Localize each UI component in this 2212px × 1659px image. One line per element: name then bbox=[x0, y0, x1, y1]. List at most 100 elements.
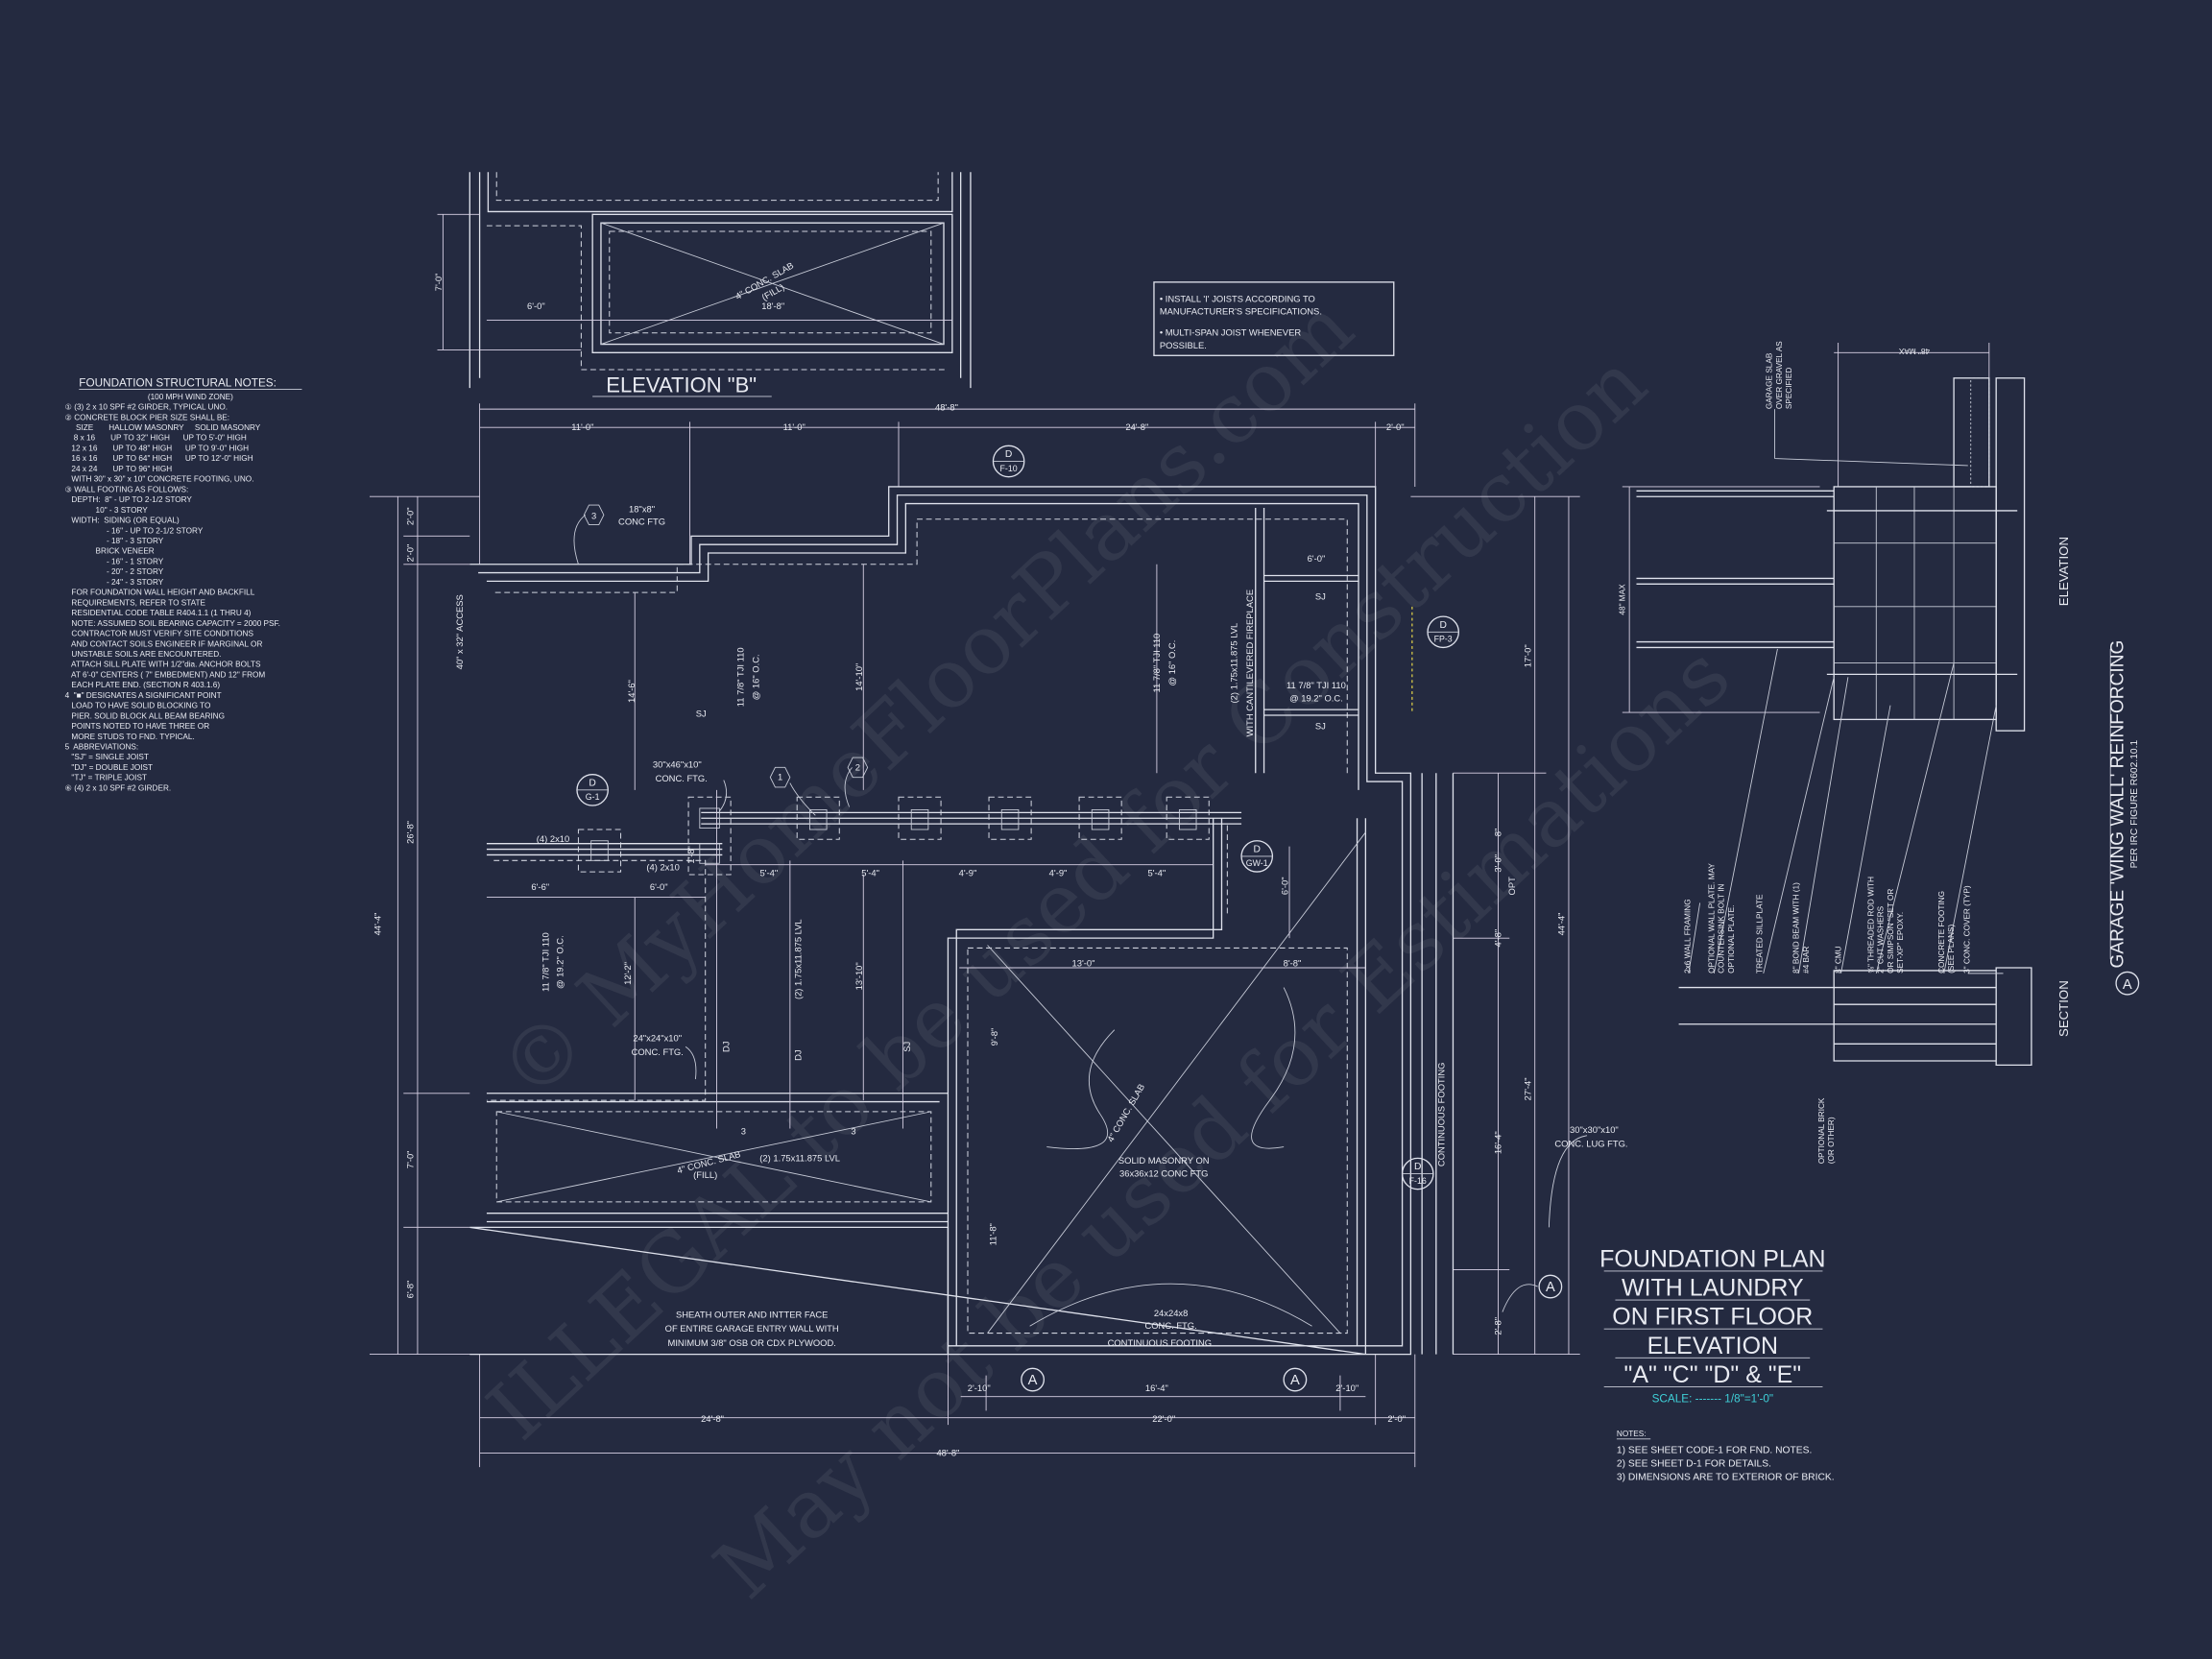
detail-callout[interactable]: DGW-1 bbox=[1240, 840, 1274, 873]
structural-note-line: - 20" - 2 STORY bbox=[65, 567, 164, 576]
structural-note-line: - 16" - 1 STORY bbox=[65, 557, 164, 565]
joist-note-line: POSSIBLE. bbox=[1160, 340, 1207, 350]
plan-label: 9'-8" bbox=[989, 1028, 999, 1046]
plan-label: 2'-0" bbox=[1387, 1413, 1406, 1424]
wing-wall-label: 2" CUT WASHERS bbox=[1877, 905, 1886, 974]
plan-label: 30"x30"x10" bbox=[1570, 1124, 1619, 1135]
structural-note-line: AND CONTACT SOILS ENGINEER IF MARGINAL O… bbox=[65, 639, 263, 648]
structural-note-line: 16 x 16 UP TO 64" HIGH UP TO 12'-0" HIGH bbox=[65, 454, 253, 463]
structural-note-line: 5 ABBREVIATIONS: bbox=[65, 743, 139, 752]
plan-label: 3 bbox=[741, 1125, 746, 1136]
notes-title: NOTES: bbox=[1617, 1430, 1647, 1438]
plan-label: 2'-0" bbox=[1386, 421, 1405, 432]
section-label: SECTION bbox=[2056, 980, 2071, 1037]
structural-note-line: RESIDENTIAL CODE TABLE R404.1.1 (1 THRU … bbox=[65, 609, 252, 617]
plan-label: SJ bbox=[1315, 590, 1326, 601]
wing-wall-label: OVER GRAVEL AS bbox=[1775, 341, 1784, 409]
structural-note-line: REQUIREMENTS, REFER TO STATE bbox=[65, 598, 206, 607]
plan-label: 5'-4" bbox=[861, 867, 879, 878]
structural-note-line: ① (3) 2 x 10 SPF #2 GIRDER, TYPICAL UNO. bbox=[65, 403, 228, 412]
detail-callout[interactable]: DF-10 bbox=[992, 445, 1025, 478]
plan-label: 11 7/8" TJI 110 bbox=[541, 932, 551, 992]
plan-label: SJ bbox=[902, 1042, 912, 1052]
wing-wall-label: (SEE PLANS) bbox=[1947, 924, 1956, 973]
plan-label: 24x24x8 bbox=[1154, 1308, 1189, 1318]
plan-label: 26'-8" bbox=[405, 821, 416, 844]
section-mark-letter: A bbox=[1546, 1280, 1555, 1295]
plan-label: 48'-8" bbox=[935, 402, 958, 413]
callout-letter: D bbox=[589, 778, 595, 788]
plan-label: 3 bbox=[851, 1125, 855, 1136]
title-line: "A" "C" "D" & "E" bbox=[1623, 1361, 1801, 1388]
title-line: ELEVATION bbox=[1647, 1333, 1778, 1359]
wing-wall-label: OPTIONAL BRICK bbox=[1817, 1097, 1826, 1164]
plan-label: 13'-10" bbox=[854, 962, 864, 990]
dimension-label: 48" MAX bbox=[1898, 347, 1930, 355]
plan-label: 11'-8" bbox=[987, 1223, 998, 1245]
wing-wall-label: SPECIFIED bbox=[1785, 368, 1793, 409]
plan-label: CONC FTG bbox=[618, 517, 665, 527]
plan-label: 11 7/8" TJI 110 bbox=[1286, 680, 1346, 690]
wing-wall-title: GARAGE 'WING WALL' REINFORCING bbox=[2107, 640, 2128, 969]
scale-label: SCALE: ------- 1/8"=1'-0" bbox=[1652, 1393, 1773, 1406]
plan-label: CONTINUOUS FOOTING bbox=[1436, 1063, 1447, 1167]
wing-wall-label: (OR OTHER) bbox=[1827, 1117, 1836, 1164]
structural-note-line: PIER. SOLID BLOCK ALL BEAM BEARING bbox=[65, 711, 225, 720]
structural-note-line: SIZE HALLOW MASONRY SOLID MASONRY bbox=[65, 423, 261, 432]
wing-wall-label: GARAGE SLAB bbox=[1766, 352, 1774, 409]
plan-label: 1'-8" bbox=[685, 846, 696, 864]
wing-wall-label: OPTIONAL WALL PLATE. MAY bbox=[1707, 863, 1716, 974]
note-hexagon-marker bbox=[769, 766, 791, 788]
structural-note-line: WITH 30" x 30" x 10" CONCRETE FOOTING, U… bbox=[65, 475, 254, 484]
structural-note-line: "DJ" = DOUBLE JOIST bbox=[65, 763, 153, 772]
plan-label: @ 16" O.C. bbox=[751, 654, 761, 700]
callout-sheet: G-1 bbox=[586, 792, 600, 802]
plan-label: SJ bbox=[696, 708, 707, 718]
callout-letter: D bbox=[1439, 620, 1446, 631]
wing-wall-label: CONCRETE FOOTING bbox=[1937, 891, 1946, 974]
plan-label: 17'-0" bbox=[1522, 644, 1532, 667]
elevation-label: ELEVATION bbox=[2056, 537, 2071, 606]
plan-label: 36x36x12 CONC FTG bbox=[1119, 1167, 1208, 1178]
wing-wall-label: COUNTERSINK BOLT IN bbox=[1718, 884, 1726, 974]
plan-label: 7'-0" bbox=[405, 1150, 416, 1168]
plan-label: MINIMUM 3/8" OSB OR CDX PLYWOOD. bbox=[668, 1337, 836, 1348]
plan-label: 48'-8" bbox=[936, 1447, 959, 1457]
structural-note-line: 4 "■" DESIGNATES A SIGNIFICANT POINT bbox=[65, 691, 222, 700]
section-mark[interactable]: A bbox=[1021, 1367, 1046, 1392]
plan-label: @ 16" O.C. bbox=[1166, 640, 1177, 686]
structural-notes-title: FOUNDATION STRUCTURAL NOTES: bbox=[79, 377, 276, 390]
section-mark[interactable]: A bbox=[1538, 1274, 1563, 1299]
detail-callout[interactable]: D G-1 bbox=[576, 774, 609, 806]
wing-wall-subtitle: PER IRC FIGURE R602.10.1 bbox=[2129, 740, 2140, 869]
plan-label: @ 19.2" O.C. bbox=[554, 935, 565, 989]
plan-label: 5'-4" bbox=[759, 867, 778, 878]
plan-label: 13'-0" bbox=[1072, 958, 1095, 969]
detail-callout[interactable]: DF-16 bbox=[1401, 1157, 1434, 1190]
callout-sheet: FP-3 bbox=[1434, 635, 1453, 644]
plan-label: 24'-8" bbox=[701, 1413, 724, 1424]
plan-label: 11 7/8" TJI 110 bbox=[734, 647, 745, 707]
plan-label: (4) 2x10 bbox=[646, 862, 679, 873]
plan-label: 11'-0" bbox=[571, 421, 593, 432]
wing-wall-label: SET-XP" EPOXY. bbox=[1896, 912, 1905, 974]
plan-label: 12'-2" bbox=[622, 962, 633, 985]
plan-label: CONC. FTG. bbox=[1144, 1320, 1196, 1331]
plan-label: OPT bbox=[1506, 877, 1517, 896]
section-mark[interactable]: A bbox=[1283, 1367, 1308, 1392]
title-line: WITH LAUNDRY bbox=[1622, 1275, 1804, 1302]
plan-label: 6'-0" bbox=[1280, 877, 1290, 895]
plan-label: 2 bbox=[855, 761, 860, 772]
detail-callout[interactable]: D FP-3 bbox=[1427, 615, 1460, 649]
note-line: 1) SEE SHEET CODE-1 FOR FND. NOTES. bbox=[1617, 1445, 1812, 1455]
plan-label: 11'-0" bbox=[783, 421, 805, 432]
structural-note-line: UNSTABLE SOILS ARE ENCOUNTERED. bbox=[65, 650, 222, 659]
elevation-b-title: ELEVATION "B" bbox=[606, 373, 757, 397]
callout-letter: D bbox=[1005, 449, 1012, 460]
plan-label: CONC. FTG. bbox=[656, 773, 708, 783]
plan-label: 8" bbox=[1492, 829, 1503, 837]
plan-label: 24"x24"x10" bbox=[633, 1032, 682, 1043]
